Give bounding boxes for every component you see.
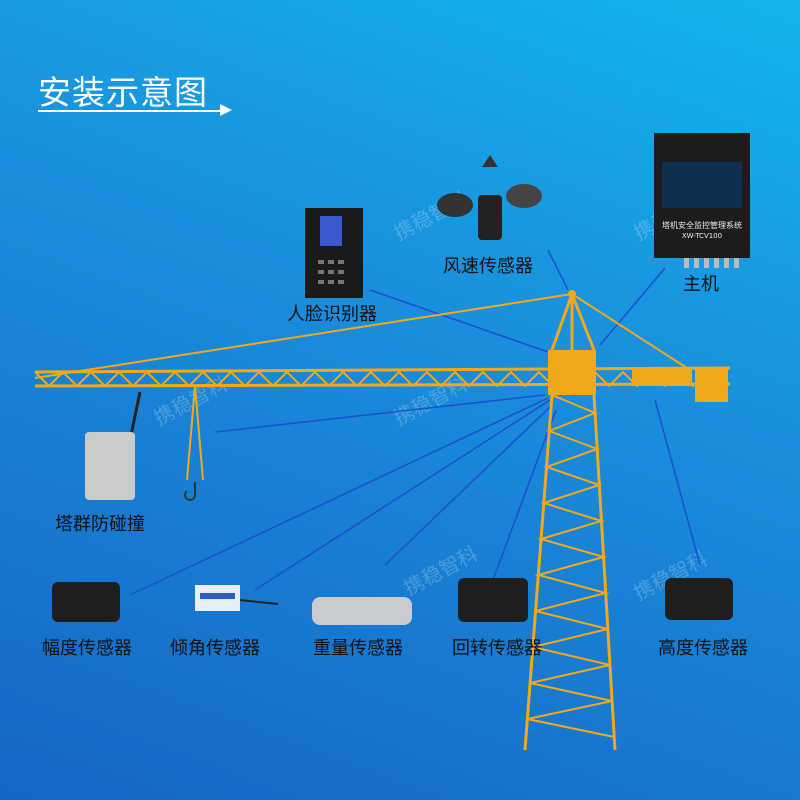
- hook-cable: [186, 385, 196, 481]
- line-host: [599, 267, 666, 346]
- hook-cable: [194, 385, 204, 481]
- host-unit: 塔机安全监控管理系统 XW-TCV100: [654, 133, 750, 268]
- host-screen: [662, 162, 742, 208]
- line-weight: [384, 404, 553, 566]
- tower-crane: [34, 293, 731, 751]
- anemometer: [437, 155, 542, 240]
- line-face: [369, 289, 549, 353]
- line-amplitude: [129, 397, 549, 596]
- tilt-sensor: [195, 585, 279, 611]
- slewing-sensor-label: 回转传感器: [452, 638, 542, 659]
- tilt-sensor-label: 倾角传感器: [170, 638, 260, 659]
- jib-bottom-chord: [34, 382, 731, 388]
- tower-left-leg: [523, 394, 554, 751]
- weight-sensor: [312, 597, 412, 625]
- crane-apex: [568, 290, 576, 298]
- amplitude-sensor-label: 幅度传感器: [42, 638, 132, 659]
- anticollision-label: 塔群防碰撞: [55, 514, 145, 535]
- counterweight: [695, 368, 728, 402]
- line-wind: [547, 249, 569, 291]
- host-panel-title: 塔机安全监控管理系统: [662, 220, 742, 230]
- tower-lattice: [527, 394, 615, 738]
- anticollision-box: [85, 391, 142, 500]
- jib-lattice: [34, 370, 722, 388]
- amplitude-sensor: [52, 582, 120, 622]
- antenna-icon: [128, 391, 142, 441]
- keypad: [318, 260, 344, 284]
- host-model: XW-TCV100: [682, 232, 722, 240]
- height-sensor: [665, 578, 733, 620]
- line-slewing: [489, 409, 557, 589]
- arrow-icon: [220, 104, 232, 116]
- face-screen: [320, 216, 342, 246]
- tower-right-leg: [592, 394, 617, 751]
- title-underline: [38, 110, 226, 112]
- wind-sensor-label: 风速传感器: [443, 256, 533, 277]
- page-title: 安装示意图: [38, 73, 208, 112]
- face-recognizer: [305, 208, 363, 298]
- host-connectors: [684, 258, 739, 268]
- line-height: [654, 399, 701, 566]
- jib-top-chord: [34, 366, 731, 374]
- line-anticollision: [214, 394, 546, 433]
- line-tilt: [254, 399, 551, 591]
- height-sensor-label: 高度传感器: [658, 638, 748, 659]
- counter-jib-box: [632, 368, 692, 386]
- hook-icon: [184, 482, 197, 501]
- weight-sensor-label: 重量传感器: [313, 638, 403, 659]
- host-label: 主机: [683, 274, 719, 295]
- slewing-sensor: [458, 578, 528, 622]
- connection-lines: [129, 249, 701, 596]
- face-recognizer-label: 人脸识别器: [287, 304, 377, 325]
- crane-cab: [548, 350, 596, 395]
